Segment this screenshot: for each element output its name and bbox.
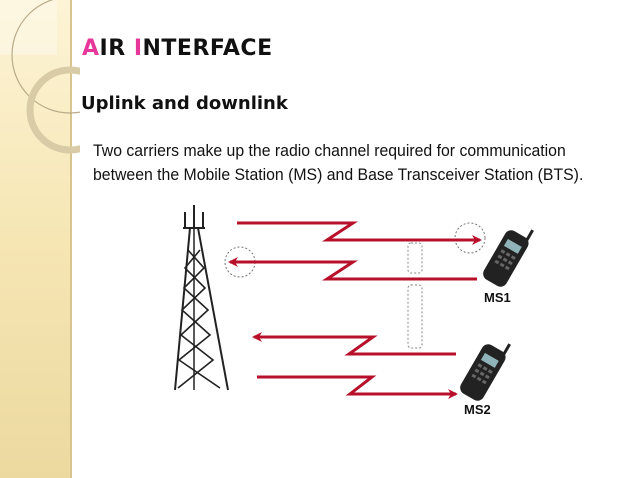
body-text: Two carriers make up the radio channel r…	[93, 139, 595, 187]
body-line: between the Mobile Station (MS) and Base…	[93, 165, 584, 184]
ms1-label: MS1	[484, 290, 511, 305]
timeslot-marker	[407, 242, 423, 274]
downlink-ms2-arrow	[257, 375, 458, 399]
decorative-circles	[0, 0, 80, 154]
ms2-label: MS2	[464, 402, 491, 417]
body-line: Two carriers make up the radio channel r…	[93, 141, 566, 160]
bts-tower-icon	[174, 205, 229, 391]
mobile-phone-ms1-icon	[483, 229, 534, 287]
title-part: IR	[99, 36, 134, 61]
title-part: NTERFACE	[142, 36, 273, 61]
slide-subtitle: Uplink and downlink	[81, 93, 288, 114]
title-initial-i: I	[133, 36, 143, 61]
slide-title: AIR INTERFACE	[82, 36, 273, 61]
downlink-ms1-arrow	[237, 221, 482, 245]
reception-circle	[454, 222, 486, 254]
uplink-ms1-arrow	[228, 257, 477, 281]
decorative-side-band	[0, 0, 72, 478]
uplink-ms2-arrow	[252, 332, 456, 356]
timeslot-marker	[407, 284, 423, 349]
mobile-phone-ms2-icon	[460, 343, 511, 401]
title-initial-a: A	[82, 36, 100, 61]
